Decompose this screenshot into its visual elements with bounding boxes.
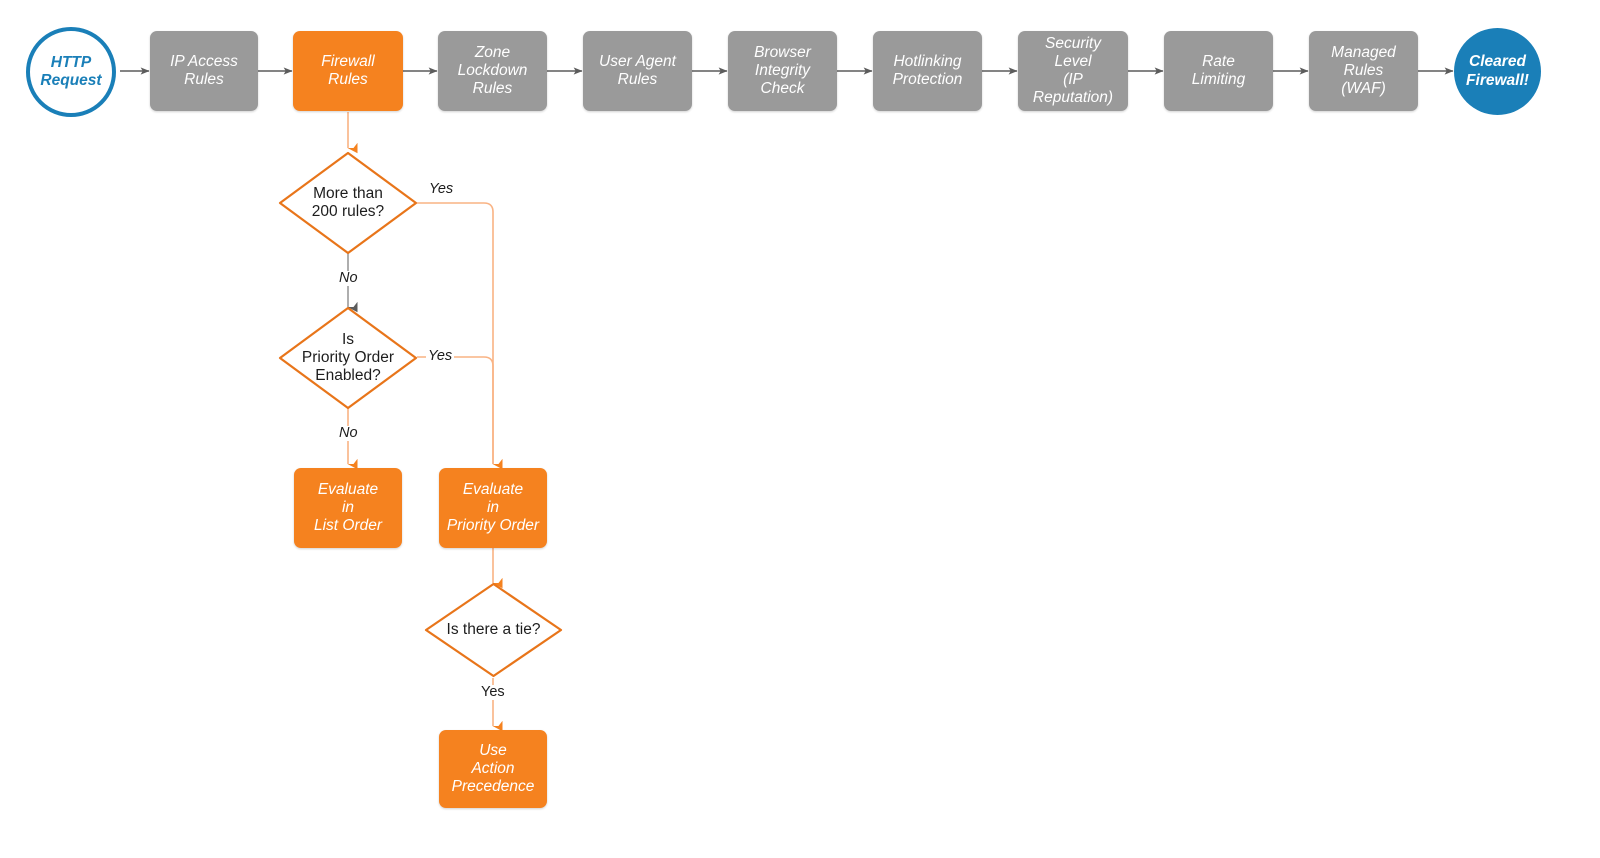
node-line: Browser — [754, 43, 811, 61]
node-line: (WAF) — [1341, 80, 1386, 98]
node-evaluate-in-priority-order[interactable]: Evaluate in Priority Order — [439, 468, 547, 548]
node-line: IP Access — [170, 52, 238, 70]
node-line: HTTP — [50, 53, 92, 71]
edge-label-rules-no: No — [337, 270, 360, 286]
node-line: Check — [760, 80, 805, 98]
node-line: Evaluate — [462, 480, 524, 498]
node-line: Cleared — [1469, 53, 1526, 71]
node-ip-access-rules[interactable]: IP Access Rules — [150, 31, 258, 111]
node-line: Hotlinking — [893, 52, 962, 70]
node-line: Security — [1045, 34, 1101, 52]
node-line: Integrity — [754, 61, 811, 79]
node-http-request[interactable]: HTTP Request — [26, 27, 116, 117]
node-line: List Order — [313, 517, 383, 535]
node-line: Firewall — [321, 52, 375, 70]
node-line: Protection — [892, 71, 963, 88]
node-is-there-a-tie[interactable]: Is there a tie? — [424, 582, 563, 678]
diamond-shape — [424, 582, 563, 678]
node-line: in — [486, 498, 500, 516]
node-line: Limiting — [1191, 71, 1246, 88]
diamond-shape — [278, 151, 418, 255]
node-use-action-precedence[interactable]: Use Action Precedence — [439, 730, 547, 808]
node-line: Rate — [1202, 52, 1235, 70]
edge-label-priority-no: No — [337, 425, 360, 441]
node-line: (IP Reputation) — [1032, 71, 1114, 107]
node-line: in — [341, 498, 355, 516]
edge-decision2-yes — [417, 356, 494, 464]
node-line: Precedence — [451, 778, 535, 796]
node-line: Rules — [184, 71, 224, 88]
node-security-level[interactable]: Security Level (IP Reputation) — [1018, 31, 1128, 111]
node-line: Level — [1054, 52, 1092, 70]
node-is-priority-order-enabled[interactable]: Is Priority Order Enabled? — [278, 306, 418, 410]
edge-label-tie-yes: Yes — [479, 684, 507, 700]
node-more-than-200-rules[interactable]: More than 200 rules? — [278, 151, 418, 255]
edge-label-rules-yes: Yes — [427, 181, 456, 197]
node-managed-rules-waf[interactable]: Managed Rules (WAF) — [1309, 31, 1418, 111]
node-line: Action — [471, 759, 515, 777]
node-line: Lockdown — [457, 61, 528, 79]
edge-label-priority-yes: Yes — [426, 348, 455, 364]
edge-decision1-yes — [417, 202, 503, 470]
node-firewall-rules[interactable]: Firewall Rules — [293, 31, 403, 111]
node-line: Rules — [472, 80, 513, 98]
node-user-agent-rules[interactable]: User Agent Rules — [583, 31, 692, 111]
node-line: Firewall! — [1466, 71, 1529, 89]
node-line: Rules — [1343, 61, 1384, 79]
node-line: Rules — [328, 71, 368, 88]
node-line: Managed — [1331, 43, 1396, 61]
node-line: Priority Order — [446, 517, 540, 535]
node-rate-limiting[interactable]: Rate Limiting — [1164, 31, 1273, 111]
node-zone-lockdown-rules[interactable]: Zone Lockdown Rules — [438, 31, 547, 111]
diamond-shape — [278, 306, 418, 410]
node-evaluate-in-list-order[interactable]: Evaluate in List Order — [294, 468, 402, 548]
node-hotlinking-protection[interactable]: Hotlinking Protection — [873, 31, 982, 111]
node-cleared-firewall[interactable]: Cleared Firewall! — [1454, 28, 1541, 115]
node-line: Use — [479, 741, 507, 759]
node-line: Zone — [474, 43, 511, 61]
node-line: Request — [40, 72, 102, 89]
node-line: Rules — [617, 71, 658, 88]
node-line: Evaluate — [317, 480, 379, 498]
node-line: User Agent — [599, 52, 676, 70]
node-browser-integrity-check[interactable]: Browser Integrity Check — [728, 31, 837, 111]
